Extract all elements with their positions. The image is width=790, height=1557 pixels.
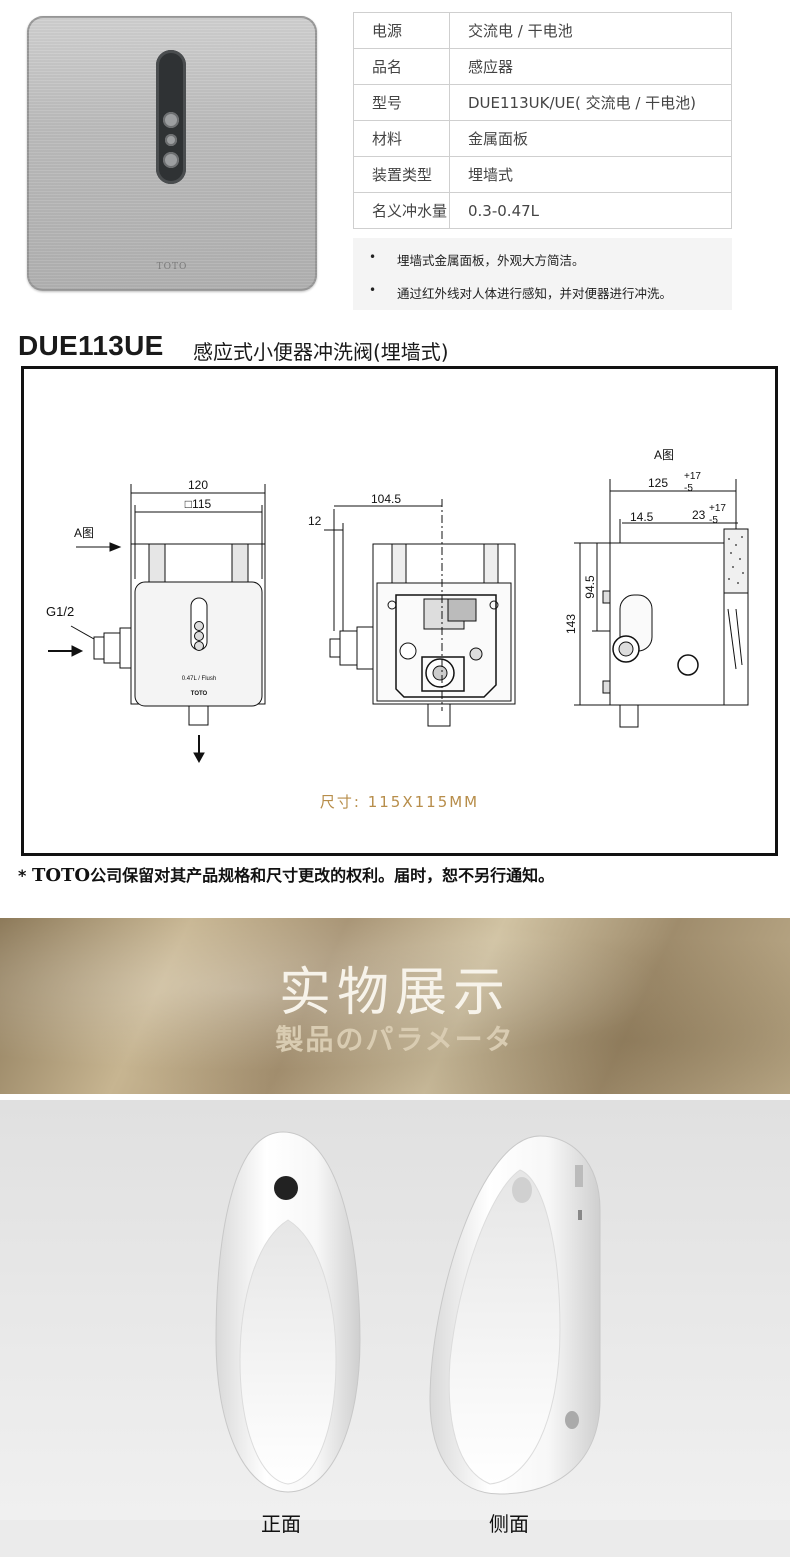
dim-depth-23: 23 — [692, 508, 706, 522]
spec-value: 感应器 — [449, 48, 732, 85]
dim-tol-125-minus: -5 — [684, 483, 693, 494]
dim-tol-23-plus: +17 — [709, 503, 726, 514]
banner-title: 实物展示 — [278, 963, 511, 1023]
size-label: 尺寸: 115X115MM — [319, 793, 480, 811]
sensor-window — [156, 50, 186, 184]
urinal-photos-svg — [215, 1131, 601, 1495]
spec-label: 材料 — [353, 120, 450, 157]
dim-height-143: 143 — [564, 614, 578, 634]
note-text: 公司保留对其产品规格和尺寸更改的权利。届时，恕不另行通知。 — [90, 866, 555, 885]
drawing-svg: 120 □115 A图 G1/2 0.47L / Flush TOTO 104.… — [46, 448, 749, 764]
product-photos: 正面 侧面 — [0, 1100, 790, 1557]
list-item: 埋墙式金属面板，外观大方简洁。 — [369, 250, 584, 269]
section-banner: 实物展示 製品のパラメータ — [0, 918, 790, 1094]
urinal-front — [215, 1131, 361, 1493]
dim-depth-104-5: 104.5 — [371, 492, 401, 506]
table-row: 电源交流电 / 干电池 — [353, 12, 732, 49]
sensor-dot-icon — [163, 112, 179, 128]
sensor-dot-icon — [165, 134, 177, 146]
note-prefix: * — [18, 866, 32, 885]
panel-logo: TOTO — [156, 262, 188, 272]
front-caption: 正面 — [261, 1512, 301, 1536]
spec-value: 埋墙式 — [449, 156, 732, 193]
spec-value: 交流电 / 干电池 — [449, 12, 732, 49]
spec-label: 品名 — [353, 48, 450, 85]
model-number: DUE113UE — [18, 330, 164, 361]
dim-width-115: □115 — [185, 497, 212, 511]
note-brand: TOTO — [31, 865, 91, 886]
dim-width-120: 120 — [188, 478, 208, 492]
panel-flush-label: 0.47L / Flush — [182, 676, 216, 682]
dim-tol-125-plus: +17 — [684, 471, 701, 482]
dim-pipe-12: 12 — [308, 514, 322, 528]
dim-height-94-5: 94.5 — [583, 575, 597, 599]
model-description: 感应式小便器冲洗阀(埋墙式) — [193, 340, 449, 364]
spec-label: 名义冲水量 — [353, 192, 450, 229]
spec-value: DUE113UK/UE( 交流电 / 干电池) — [449, 84, 732, 121]
dim-tol-23-minus: -5 — [709, 515, 718, 526]
table-row: 品名感应器 — [353, 48, 732, 85]
product-panel-photo: TOTO — [27, 16, 317, 291]
banner-subtitle: 製品のパラメータ — [275, 1023, 515, 1056]
spec-value: 金属面板 — [449, 120, 732, 157]
dim-depth-125: 125 — [648, 476, 668, 490]
feature-list: 埋墙式金属面板，外观大方简洁。 通过红外线对人体进行感知，并对便器进行冲洗。 — [353, 238, 732, 310]
spec-label: 装置类型 — [353, 156, 450, 193]
urinal-side — [429, 1135, 601, 1495]
a-view-label-left: A图 — [74, 526, 94, 540]
side-caption: 侧面 — [489, 1512, 529, 1536]
technical-drawing: 120 □115 A图 G1/2 0.47L / Flush TOTO 104.… — [21, 366, 778, 856]
table-row: 材料金属面板 — [353, 120, 732, 157]
dim-depth-14-5: 14.5 — [630, 510, 654, 524]
dim-pipe-label: G1/2 — [46, 604, 74, 619]
disclaimer-note: * TOTO公司保留对其产品规格和尺寸更改的权利。届时，恕不另行通知。 — [18, 862, 554, 886]
spec-label: 电源 — [353, 12, 450, 49]
spec-label: 型号 — [353, 84, 450, 121]
a-view-label-right: A图 — [654, 448, 674, 462]
panel-brand: TOTO — [191, 691, 208, 697]
list-item: 通过红外线对人体进行感知，并对便器进行冲洗。 — [369, 283, 672, 302]
sensor-dot-icon — [163, 152, 179, 168]
table-row: 装置类型埋墙式 — [353, 156, 732, 193]
spec-value: 0.3-0.47L — [449, 192, 732, 229]
